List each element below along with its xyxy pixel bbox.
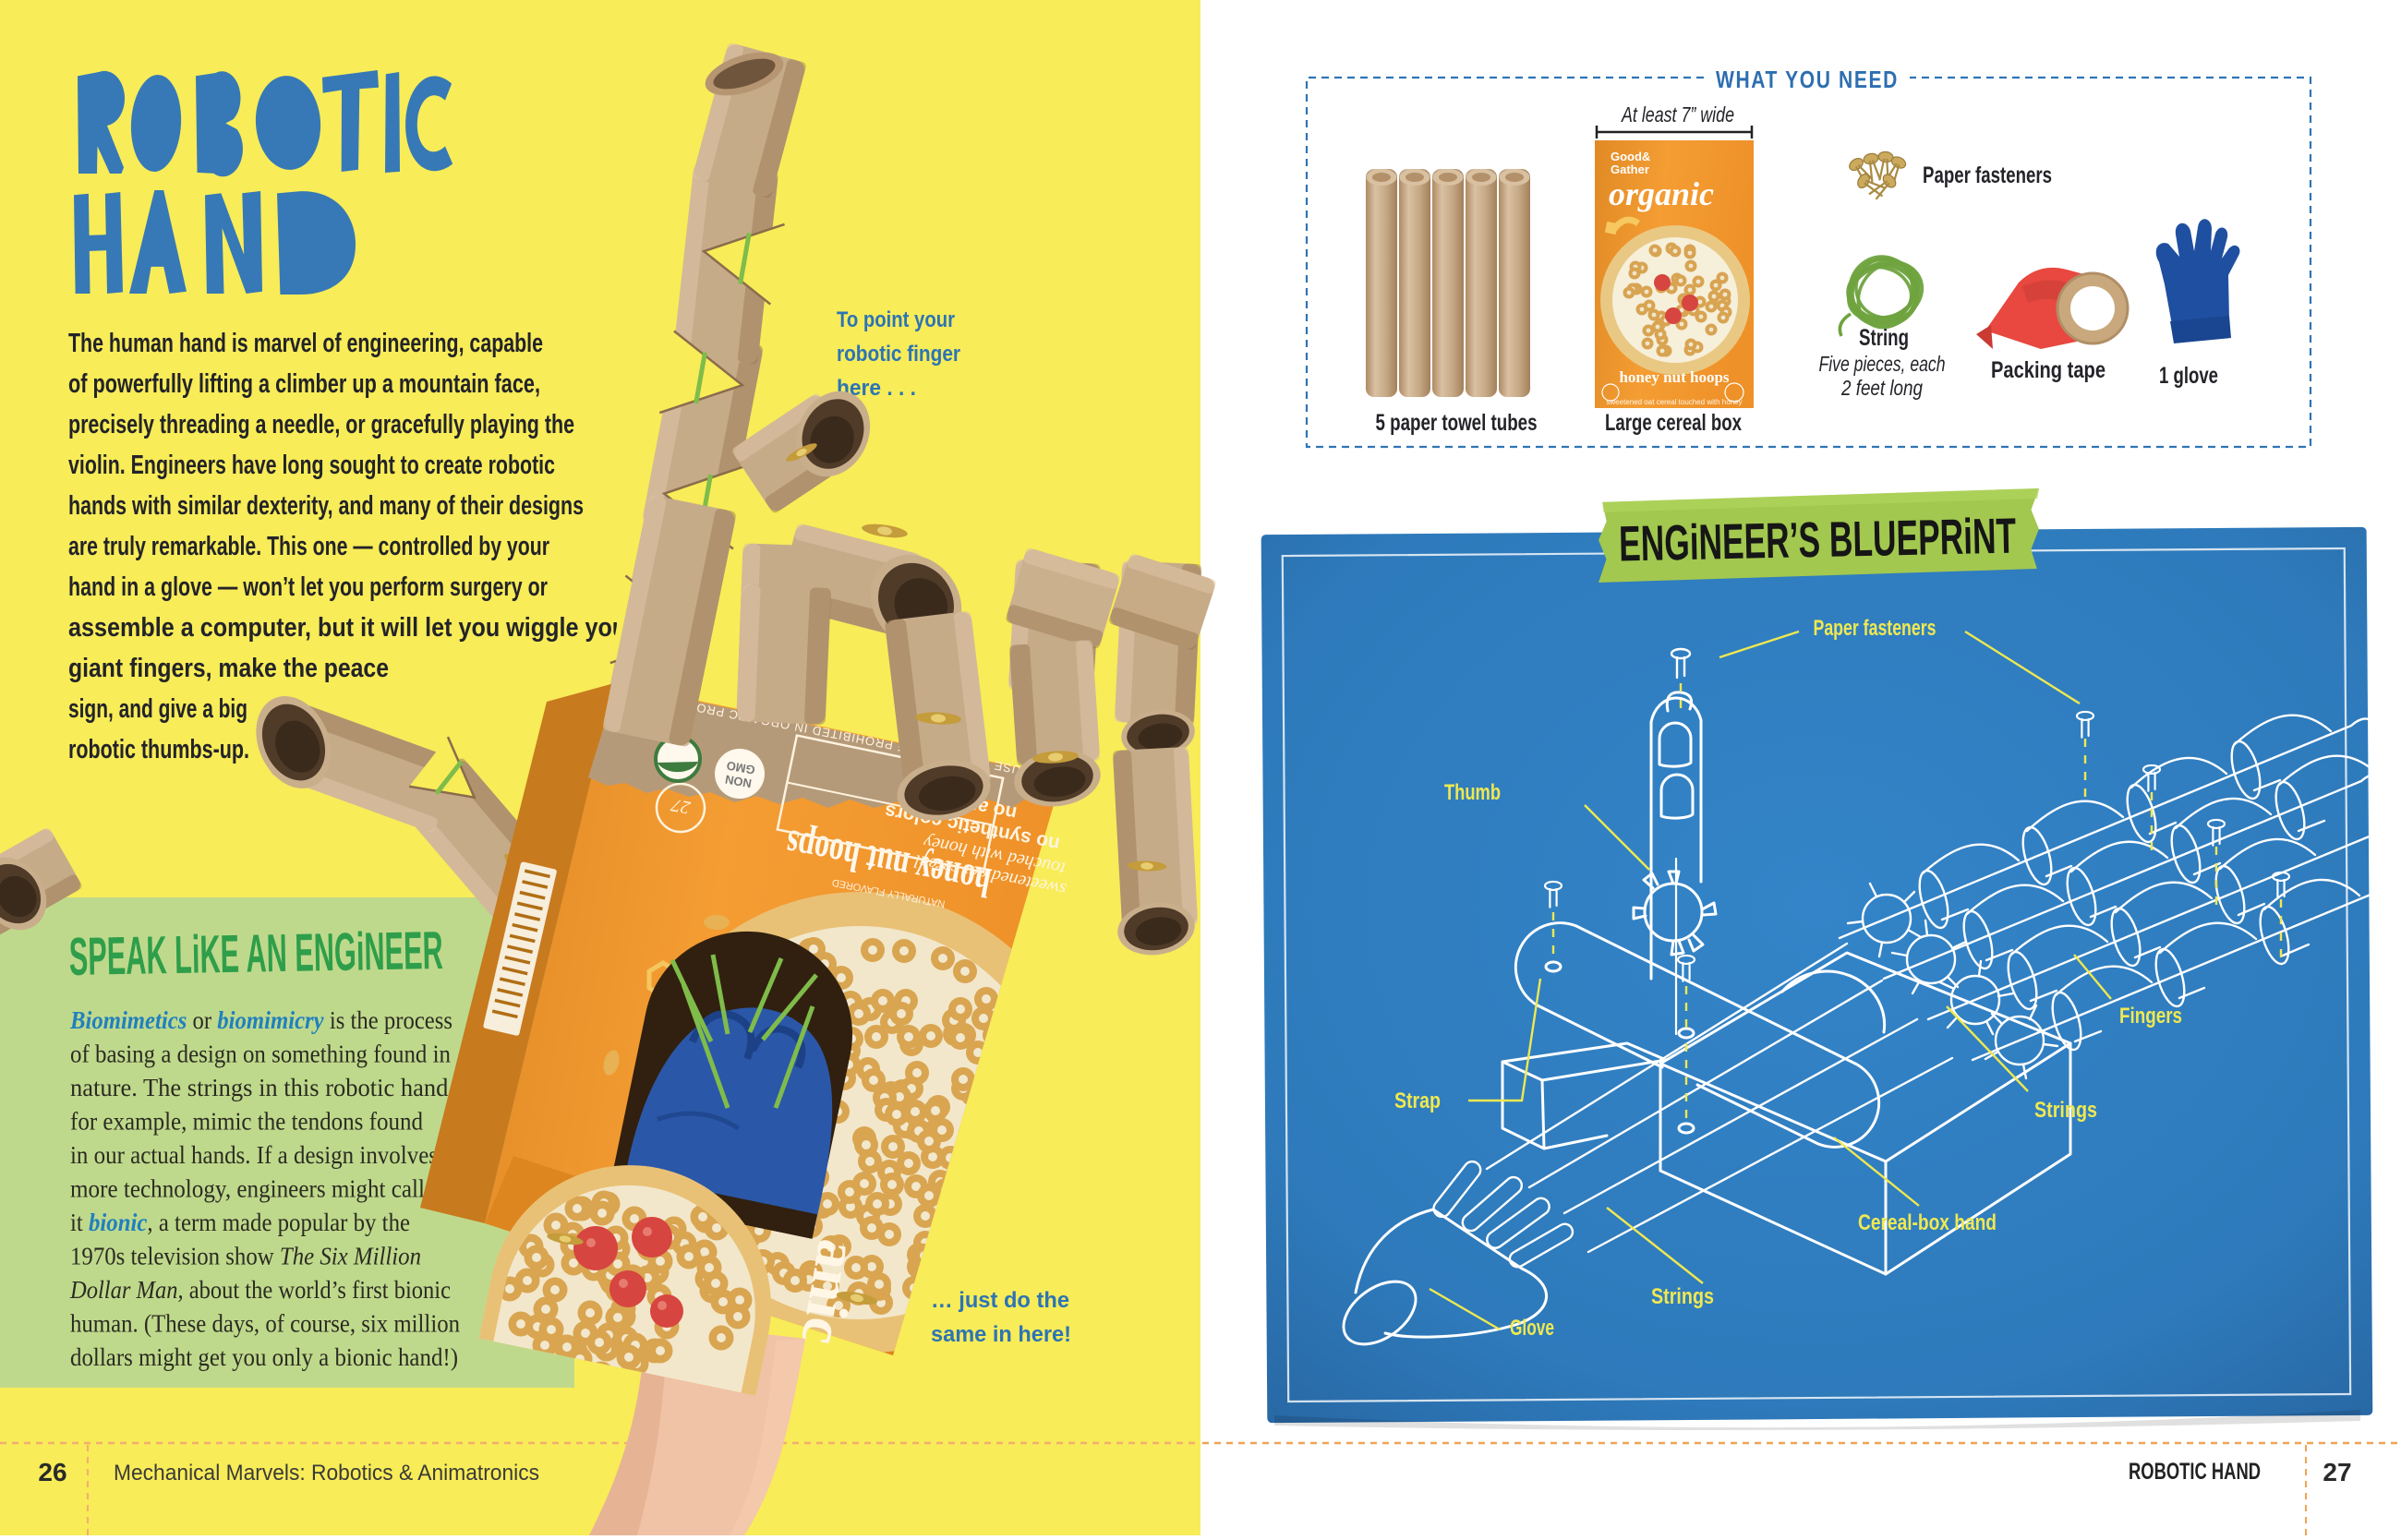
svg-text:Mechanical Marvels: Robotics &: Mechanical Marvels: Robotics & Animatron… [114,1461,539,1486]
svg-text:hand in a glove — won’t let yo: hand in a glove — won’t let you perform … [68,572,548,602]
svg-text:Fingers: Fingers [2119,1004,2182,1029]
svg-text:Gather: Gather [1611,162,1649,176]
svg-text:Packing tape: Packing tape [1991,357,2105,383]
svg-text:Five pieces, each: Five pieces, each [1819,352,1946,376]
svg-text:Biomimetics or biomimicry is t: Biomimetics or biomimicry is the process [69,1006,452,1034]
svg-text:dollars might get you only a b: dollars might get you only a bionic hand… [70,1343,458,1371]
svg-text:String: String [1859,325,1909,351]
svg-text:of basing a design on somethin: of basing a design on something found in [70,1041,451,1068]
svg-text:robotic thumbs-up.: robotic thumbs-up. [68,735,249,764]
svg-text:GMO: GMO [726,759,756,777]
svg-text:Strap: Strap [1394,1089,1441,1113]
svg-text:NON: NON [724,772,753,790]
svg-text:nature. The strings in this ro: nature. The strings in this robotic hand… [70,1074,454,1101]
svg-text:ENGiNEER’S BLUEPRiNT: ENGiNEER’S BLUEPRiNT [1619,509,2017,572]
svg-text:for example, mimic the tendons: for example, mimic the tendons found [70,1108,423,1136]
svg-text:sweetened oat cereal touched w: sweetened oat cereal touched with honey [1606,398,1742,406]
svg-text:Paper fasteners: Paper fasteners [1814,616,1936,641]
svg-text:1970s television show The Six: 1970s television show The Six Million [70,1243,421,1270]
svg-text:violin. Engineers have long so: violin. Engineers have long sought to cr… [68,451,555,480]
svg-text:… just do the: … just do the [931,1288,1069,1313]
svg-text:27: 27 [2323,1458,2351,1486]
svg-text:honey nut hoops: honey nut hoops [1619,368,1729,386]
svg-text:To point your: To point your [837,307,955,332]
svg-text:Large cereal box: Large cereal box [1605,410,1742,436]
svg-text:Paper fasteners: Paper fasteners [1923,162,2052,188]
svg-text:At least 7” wide: At least 7” wide [1620,102,1734,126]
svg-text:WHAT YOU NEED: WHAT YOU NEED [1716,66,1899,93]
svg-text:it bionic, a term made popular: it bionic, a term made popular by the [70,1209,410,1236]
svg-text:same in here!: same in here! [931,1322,1071,1347]
svg-text:assemble a computer, but it wi: assemble a computer, but it will let you… [68,613,687,643]
svg-text:5 paper towel tubes: 5 paper towel tubes [1376,410,1538,436]
svg-text:Thumb: Thumb [1444,780,1501,805]
svg-text:Good&: Good& [1611,150,1650,163]
svg-text:1 glove: 1 glove [2159,363,2218,389]
svg-text:Dollar Man, about the world’s: Dollar Man, about the world’s first bion… [69,1276,451,1304]
svg-text:are truly remarkable. This one: are truly remarkable. This one — control… [68,532,549,561]
svg-text:ROBOTIC HAND: ROBOTIC HAND [2129,1459,2261,1485]
svg-text:26: 26 [38,1458,66,1486]
svg-text:organic: organic [1609,175,1714,212]
svg-text:hands with similar dexterity,: hands with similar dexterity, and many o… [68,491,584,521]
svg-text:2 feet long: 2 feet long [1840,376,1923,400]
svg-text:sign, and give a big: sign, and give a big [68,694,247,724]
svg-text:in our actual hands. If a desi: in our actual hands. If a design involve… [70,1141,438,1169]
svg-text:SPEAK LiKE AN ENGiNEER: SPEAK LiKE AN ENGiNEER [68,920,443,987]
svg-text:of powerfully lifting a climbe: of powerfully lifting a climber up a mou… [68,369,540,399]
svg-text:more technology, engineers mig: more technology, engineers might call [70,1175,425,1203]
svg-text:human. (These days, of course,: human. (These days, of course, six milli… [70,1310,460,1338]
svg-text:precisely threading a needle,: precisely threading a needle, or gracefu… [68,410,574,439]
svg-text:Glove: Glove [1510,1316,1554,1341]
svg-text:Strings: Strings [2034,1098,2097,1123]
svg-text:robotic finger: robotic finger [837,342,960,367]
svg-text:Cereal-box hand: Cereal-box hand [1858,1210,1997,1235]
svg-text:Strings: Strings [1651,1284,1714,1309]
svg-text:giant fingers, make the peace: giant fingers, make the peace [68,654,389,683]
svg-text:The human hand is marvel of en: The human hand is marvel of engineering,… [68,329,543,358]
